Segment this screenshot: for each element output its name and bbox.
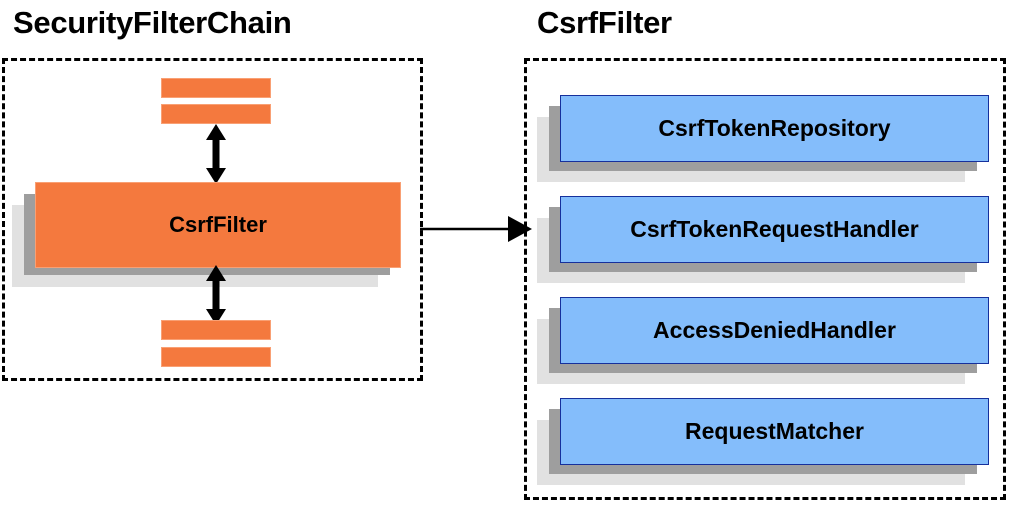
filter-bar-above-2: [161, 104, 271, 124]
collaborator-3-label: AccessDeniedHandler: [653, 317, 896, 343]
csrffilter-box[interactable]: CsrfFilter: [35, 182, 401, 268]
filter-bar-below-2: [161, 347, 271, 367]
collaborator-node-2[interactable]: CsrfTokenRequestHandler: [537, 196, 989, 283]
collaborator-1-label: CsrfTokenRepository: [658, 115, 891, 141]
collaborator-3-box[interactable]: AccessDeniedHandler: [560, 297, 989, 364]
collaborator-node-3[interactable]: AccessDeniedHandler: [537, 297, 989, 384]
collaborator-4-box[interactable]: RequestMatcher: [560, 398, 989, 465]
left-panel-title: SecurityFilterChain: [13, 5, 292, 40]
right-panel-title: CsrfFilter: [537, 5, 672, 40]
expansion-arrow: [420, 216, 532, 242]
collaborator-2-box[interactable]: CsrfTokenRequestHandler: [560, 196, 989, 263]
collaborator-1-box[interactable]: CsrfTokenRepository: [560, 95, 989, 162]
security-filter-chain-group: [2, 58, 423, 381]
arrow-below-csrffilter: [206, 265, 226, 325]
collaborator-node-4[interactable]: RequestMatcher: [537, 398, 989, 485]
filter-bar-above-1: [161, 78, 271, 98]
arrow-above-csrffilter: [206, 124, 226, 184]
csrffilter-detail-group: [524, 58, 1006, 500]
filter-bar-below-1: [161, 320, 271, 340]
collaborator-2-label: CsrfTokenRequestHandler: [630, 216, 919, 242]
collaborator-4-label: RequestMatcher: [685, 418, 864, 444]
csrffilter-label: CsrfFilter: [169, 212, 267, 237]
collaborator-node-1[interactable]: CsrfTokenRepository: [537, 95, 989, 182]
